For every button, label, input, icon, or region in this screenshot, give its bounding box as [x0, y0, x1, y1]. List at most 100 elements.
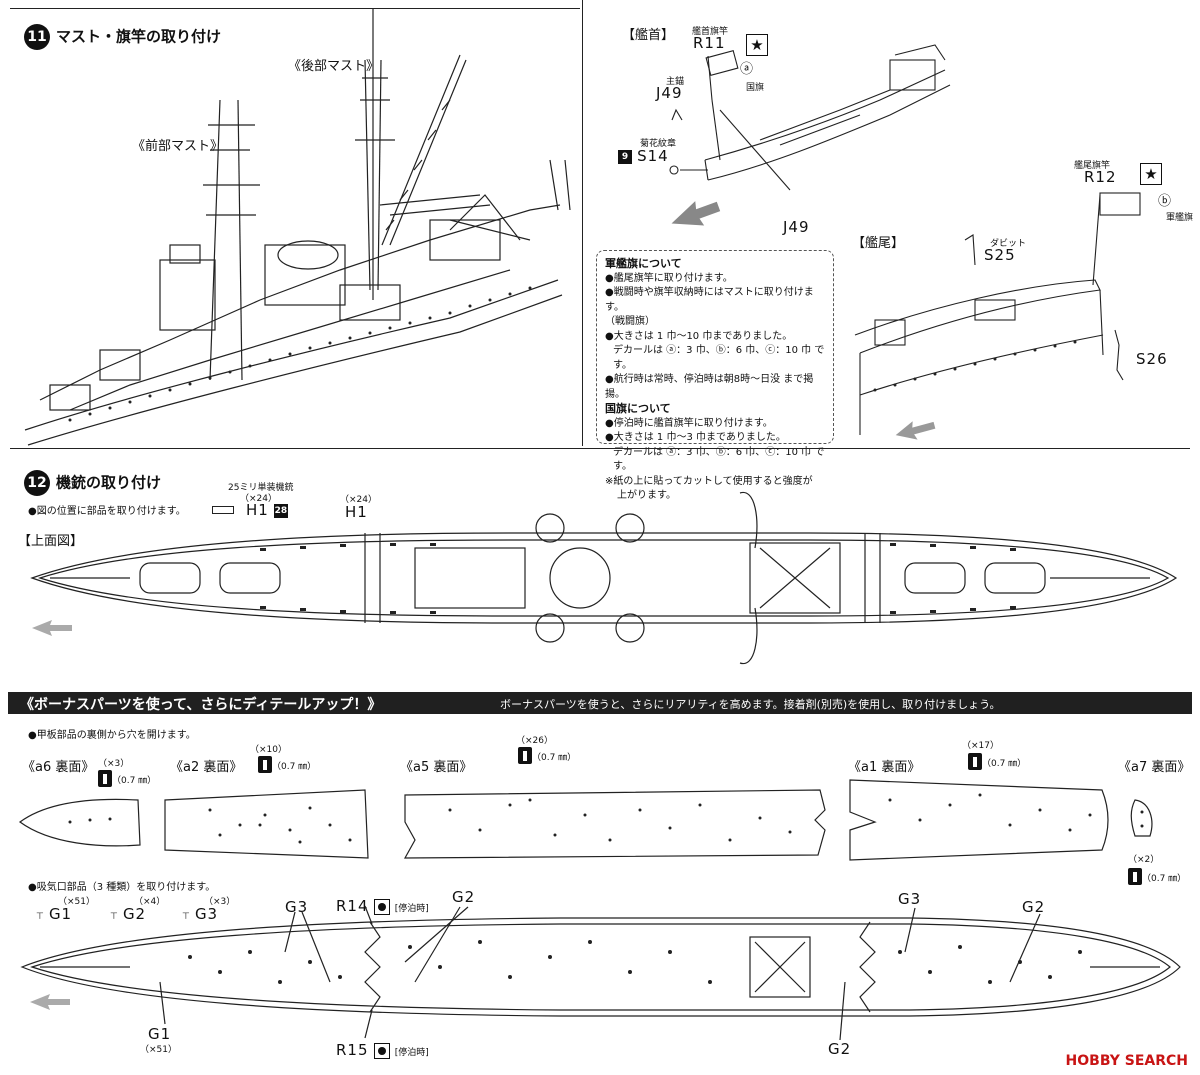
- bow-flagstaff-part: R11: [693, 34, 726, 52]
- callout-g1-bottom: G1: [148, 1025, 172, 1043]
- national-flag-caption: 国旗: [746, 83, 765, 93]
- intake-g1-part: G1: [48, 905, 73, 923]
- ship-top-view: [30, 491, 1178, 665]
- step-11-title-text: マスト・旗竿の取り付け: [56, 27, 222, 46]
- gun-part: H1: [246, 501, 269, 519]
- callout-g3-right: G3: [898, 890, 922, 908]
- panel-a1-qty: （×17）: [962, 741, 999, 751]
- step-11-title: 11 マスト・旗竿の取り付け: [24, 24, 221, 50]
- chrysanthemum-caption: 菊花紋章: [640, 139, 677, 149]
- davit-part: S25: [984, 246, 1016, 264]
- bonus-banner-title: 《ボーナスパーツを使って、さらにディテールアップ！》: [20, 697, 382, 713]
- gun-qty: （×24）: [240, 494, 277, 504]
- panel-a1-drill: （0.7 ㎜）: [968, 751, 1026, 770]
- panel-a2-qty: （×10）: [250, 745, 287, 755]
- deck-panels-illustration: [18, 779, 1153, 861]
- ensign-marker: ⓑ: [1158, 194, 1172, 209]
- step-11-divider: [582, 0, 583, 446]
- panel-a1-size: （0.7 ㎜）: [982, 759, 1027, 769]
- ensign-note-heading: 軍艦旗について: [605, 257, 682, 270]
- ensign-note-line: ●航行時は常時、停泊時は朝8時〜日没 まで掲揚。: [605, 374, 814, 400]
- callout-g2-bottom: G2: [828, 1040, 852, 1058]
- drill-icon: [258, 756, 272, 773]
- panel-a6-qty: （×3）: [98, 759, 130, 769]
- r15-callout: R15 [停泊時]: [336, 1040, 429, 1059]
- anchor-part-top: J49: [656, 84, 683, 102]
- stern-heading: 【艦尾】: [852, 236, 905, 251]
- drill-instruction: ●甲板部品の裏側から穴を開けます。: [28, 730, 196, 741]
- callout-qty: （×24）: [340, 495, 377, 505]
- intake-g3: ⊤ G3: [182, 904, 218, 923]
- ship-mast-illustration: [24, 8, 571, 446]
- panel-a7-size: （0.7 ㎜）: [1142, 874, 1187, 884]
- anchor-caption: 主錨: [666, 77, 685, 87]
- drill-icon: [1128, 868, 1142, 885]
- watermark: HOBBY SEARCH: [1065, 1053, 1188, 1069]
- stern-part-s26: S26: [1136, 350, 1168, 368]
- panel-a5-qty: （×26）: [516, 736, 553, 746]
- callout-g1-bottom-qty: （×51）: [140, 1045, 177, 1055]
- national-flag-note-heading: 国旗について: [605, 402, 671, 415]
- panel-a2-drill: （0.7 ㎜）: [258, 754, 316, 773]
- vent-icon: ⊤: [36, 912, 44, 922]
- chrysanthemum-part: S14: [637, 147, 669, 165]
- fore-mast-label: 《前部マスト》: [132, 139, 224, 154]
- panel-a2-size: （0.7 ㎜）: [272, 762, 317, 772]
- vent-icon: ⊤: [110, 912, 118, 922]
- gun-caption: 25ミリ単装機銃: [228, 483, 294, 493]
- ensign-note-line: ●艦尾旗竿に取り付けます。: [605, 272, 733, 284]
- moored-icon: [373, 898, 390, 915]
- panel-a7-qty: （×2）: [1128, 855, 1160, 865]
- step-12-number: 12: [24, 470, 50, 496]
- national-flag-note-line: デカールは ⓐ：3 巾、ⓑ：6 巾、ⓒ：10 巾 です。: [613, 446, 825, 473]
- national-flag-note-line: ●大きさは 1 巾〜3 巾までありました。: [605, 432, 786, 443]
- ensign-note-line: ●戦闘時や旗竿収納時にはマストに取り付けます。: [605, 287, 814, 313]
- callout-part: H1: [345, 503, 368, 521]
- flag-note-box: 軍艦旗について ●艦尾旗竿に取り付けます。 ●戦闘時や旗竿収納時にはマストに取り…: [596, 250, 834, 501]
- step-11-number: 11: [24, 24, 50, 50]
- panel-a1-label: 《a1 裏面》: [848, 760, 921, 775]
- davit-caption: ダビット: [990, 239, 1027, 249]
- bonus-banner: 《ボーナスパーツを使って、さらにディテールアップ！》 ボーナスパーツを使うと、さ…: [8, 692, 1192, 714]
- panel-a6-size: （0.7 ㎜）: [112, 776, 157, 786]
- gun-callout: H1 28: [212, 500, 288, 519]
- bow-heading: 【艦首】: [622, 28, 675, 43]
- intake-g2-qty: （×4）: [134, 897, 166, 907]
- bow-illustration: [669, 44, 951, 226]
- intake-g1: ⊤ G1: [36, 904, 72, 923]
- panel-a7-drill: （0.7 ㎜）: [1128, 866, 1186, 885]
- ensign-note-line: デカールは ⓐ：3 巾、ⓑ：6 巾、ⓒ：10 巾 です。: [613, 345, 825, 371]
- panel-a2-label: 《a2 裏面》: [170, 760, 243, 775]
- ensign-note-line: ●大きさは 1 巾〜10 巾までありました。: [605, 330, 793, 342]
- drill-icon: [518, 747, 532, 764]
- drill-icon: [968, 753, 982, 770]
- r15-part: R15: [336, 1041, 369, 1059]
- anchor-part-bottom: J49: [783, 218, 810, 236]
- star-flag-icon: ★: [746, 34, 768, 56]
- ensign-note-line: （戦闘旗）: [605, 316, 655, 327]
- r14-callout: R14 [停泊時]: [336, 896, 429, 915]
- gun-part-icon: [212, 506, 234, 514]
- stern-flagstaff-caption: 艦尾旗竿: [1074, 161, 1111, 171]
- panel-a5-size: （0.7 ㎜）: [532, 753, 577, 763]
- stern-illustration: [854, 192, 1141, 440]
- intake-g2-part: G2: [122, 905, 147, 923]
- intake-g2: ⊤ G2: [110, 904, 146, 923]
- panel-a6-outline: [18, 798, 141, 847]
- step-12-instruction: ●図の位置に部品を取り付けます。: [28, 506, 186, 517]
- panel-a5-label: 《a5 裏面》: [400, 760, 473, 775]
- decal-number-icon: 9: [618, 149, 632, 164]
- bonus-top-view: [20, 905, 1181, 1041]
- intake-instruction: ●吸気口部品（3 種類）を取り付けます。: [28, 882, 216, 893]
- r14-caption: [停泊時]: [394, 904, 429, 914]
- intake-g1-qty: （×51）: [58, 897, 95, 907]
- panel-a6-label: 《a6 裏面》: [22, 760, 95, 775]
- r15-caption: [停泊時]: [394, 1048, 429, 1058]
- stern-flagstaff-part: R12: [1084, 168, 1117, 186]
- bonus-banner-text: ボーナスパーツを使うと、さらにリアリティを高めます。接着剤(別売)を使用し、取り…: [500, 698, 1001, 711]
- step-11-top-rule: [10, 8, 580, 9]
- drill-icon: [98, 770, 112, 787]
- r14-part: R14: [336, 897, 369, 915]
- national-flag-marker: ⓐ: [740, 62, 754, 77]
